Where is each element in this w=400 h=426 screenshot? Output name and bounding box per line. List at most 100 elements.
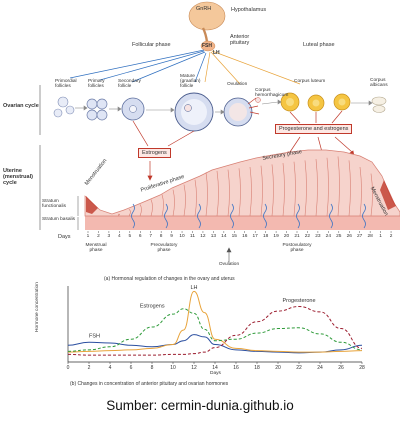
series-label-progesterone: Progesterone <box>282 298 315 304</box>
stratum-basalis-band <box>85 216 400 230</box>
follicle-primary <box>86 98 108 121</box>
uterine-gland <box>359 166 362 217</box>
uterine-cycle-title: Uterine (menstrual) cycle <box>3 168 33 186</box>
follicular-phase-label: Follicular phase <box>132 42 171 48</box>
day-tick: 8 <box>159 234 163 239</box>
spiral-artery <box>329 203 333 229</box>
caption-a: (a) Hormonal regulation of changes in th… <box>104 276 235 282</box>
uterine-gland <box>150 199 153 217</box>
uterine-gland <box>249 166 252 217</box>
series-label-lh: LH <box>190 285 197 291</box>
corpus-luteum-shapes <box>280 92 351 112</box>
day-tick: 2 <box>97 234 100 239</box>
uterine-gland <box>117 213 120 217</box>
x-tick-label: 22 <box>296 365 302 371</box>
stratum-functionalis-label: Stratum functionalis <box>42 199 66 210</box>
uterine-gland <box>238 168 241 217</box>
x-tick-label: 20 <box>275 365 281 371</box>
day-tick: 17 <box>252 234 258 239</box>
corpus-albicans-shape <box>371 96 387 113</box>
day-tick: 18 <box>262 234 269 239</box>
day-tick: 5 <box>128 234 132 239</box>
uterine-gland <box>315 159 318 217</box>
spiral-artery <box>362 203 366 229</box>
series-line-progesterone <box>67 306 363 356</box>
x-tick-label: 8 <box>151 365 154 371</box>
stage-corpus-luteum: Corpus luteum <box>294 79 326 84</box>
x-tick-label: 4 <box>109 365 112 371</box>
series-label-fsh: FSH <box>89 334 100 340</box>
stage-secondary: Secondary follicle <box>118 79 141 90</box>
series-line-estrogens <box>67 308 363 352</box>
spiral-artery <box>164 203 168 229</box>
stage-corpus-hemorrhagicum: Corpus hemorrhagicum <box>255 88 289 99</box>
follicle-sequence-arrows <box>75 99 373 115</box>
day-tick: 22 <box>304 234 311 239</box>
series-label-estrogens: Estrogens <box>140 303 165 309</box>
chart-xlabel: Days <box>210 371 221 376</box>
day-tick: 3 <box>107 234 111 239</box>
x-tick-label: 2 <box>88 365 91 371</box>
anterior-pituitary-shape <box>200 40 216 52</box>
lh-top-label: LH <box>213 50 220 56</box>
x-tick-label: 26 <box>338 365 344 371</box>
chart-ylabel: Hormone concentration <box>35 282 40 332</box>
days-label: Days <box>58 234 71 240</box>
day-tick: 19 <box>273 234 279 239</box>
stage-mature: Mature (graafian) follicle <box>180 74 201 90</box>
pituitary-stalk <box>201 27 209 43</box>
uterine-gland <box>205 172 208 217</box>
day-ticks <box>87 231 392 233</box>
uterine-glands <box>117 156 373 217</box>
spiral-artery <box>263 203 267 229</box>
follicle-primordial <box>53 96 75 118</box>
day-tick: 12 <box>200 234 206 239</box>
spiral-artery <box>131 203 135 229</box>
stage-ovulation: Ovulation <box>227 82 248 87</box>
uterine-gland <box>304 160 307 217</box>
uterine-gland <box>172 189 175 217</box>
x-tick-label: 24 <box>317 365 323 371</box>
stage-primordial: Primordial follicles <box>55 79 77 90</box>
day-tick: 1 <box>86 234 90 239</box>
day-tick: 26 <box>346 234 352 239</box>
caption-b: (b) Changes in concentration of anterior… <box>70 381 229 387</box>
uterine-gland <box>271 164 274 217</box>
day-tick: 10 <box>179 234 185 239</box>
day-tick: 24 <box>325 234 332 239</box>
x-tick-label: 18 <box>254 365 260 371</box>
series-line-lh <box>67 290 363 353</box>
day-tick: 13 <box>210 234 217 239</box>
hypothalamus-label: Hypothalamus <box>231 7 267 13</box>
anterior-pituitary-label: Anterior pituitary <box>230 34 250 46</box>
uterine-gland <box>293 161 296 217</box>
luteal-phase-label: Luteal phase <box>303 42 335 48</box>
menstrual-shedding-right <box>380 180 396 210</box>
day-tick: 9 <box>170 234 173 239</box>
uterine-gland <box>260 165 263 217</box>
stratum-basalis-label: Stratum basalis <box>42 217 76 222</box>
ovulation-marker <box>226 247 232 262</box>
day-tick: 23 <box>315 234 321 239</box>
ovary-uterus-diagram <box>39 1 400 262</box>
spiral-artery <box>296 203 300 229</box>
uterine-gland <box>337 156 340 217</box>
uterine-gland <box>128 209 131 217</box>
day-tick: 16 <box>242 234 248 239</box>
x-tick-label: 6 <box>130 365 133 371</box>
follicle-secondary <box>121 97 145 121</box>
x-tick-label: 12 <box>191 365 197 371</box>
day-tick: 20 <box>283 234 290 239</box>
x-tick-label: 16 <box>233 365 239 371</box>
uterine-gland <box>326 157 329 217</box>
phase-preovulatory: Preovulatory phase <box>150 243 178 254</box>
uterine-gland <box>282 163 285 217</box>
phase-ovulation: Ovulation <box>218 262 240 267</box>
uterine-gland <box>194 179 197 217</box>
phase-postovulatory: Postovulatory phase <box>282 243 312 254</box>
day-tick: 1 <box>379 234 382 239</box>
follicle-mature <box>174 92 214 132</box>
uterine-gland <box>348 160 351 217</box>
spiral-arteries <box>131 203 366 229</box>
